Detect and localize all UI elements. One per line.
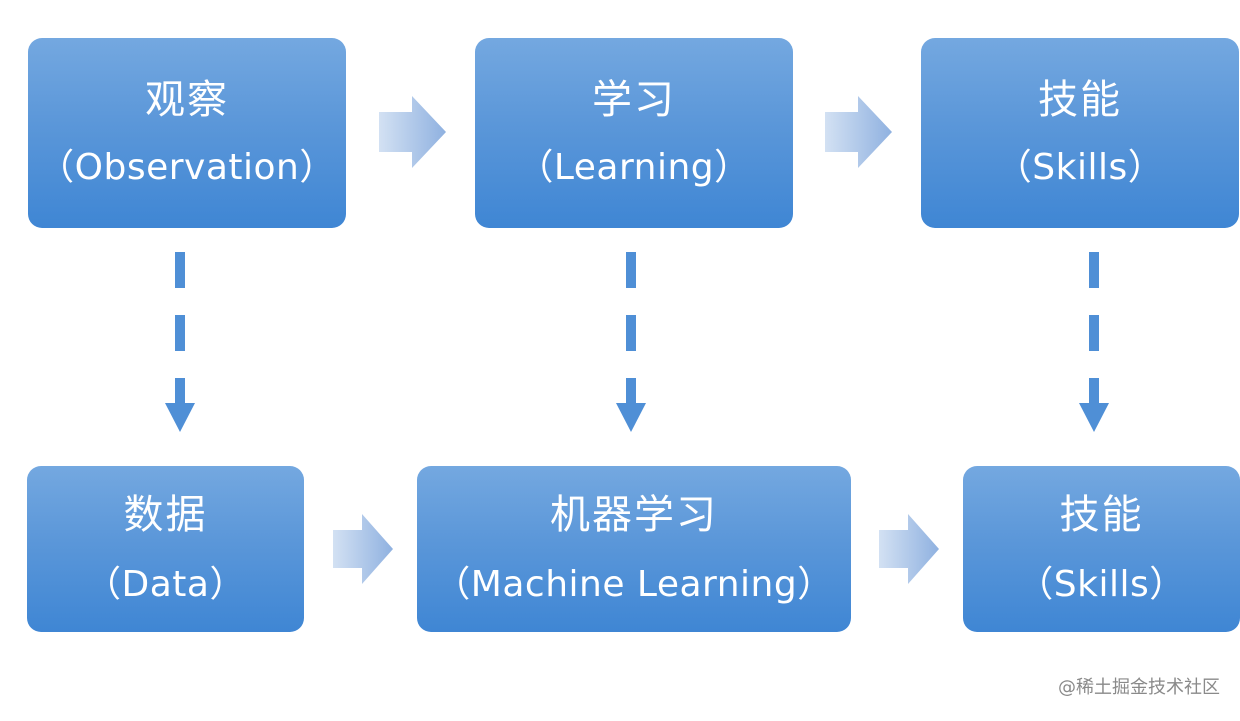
right-arrow-icon [379,96,446,168]
box-skills-bottom-subtitle: （Skills） [1017,564,1186,605]
box-machine-learning: 机器学习 （Machine Learning） [417,466,851,632]
box-machine-learning-subtitle: （Machine Learning） [434,564,834,605]
box-observation-subtitle: （Observation） [38,147,336,188]
right-arrow-icon [825,96,892,168]
right-arrow-icon [879,514,939,584]
watermark: @稀土掘金技术社区 [1058,677,1220,698]
dashed-down-arrow-icon [165,252,195,432]
dashed-down-arrow-icon [616,252,646,432]
box-skills-bottom-title: 技能 [1059,492,1144,538]
box-data: 数据 （Data） [27,466,304,632]
box-skills-bottom: 技能 （Skills） [963,466,1240,632]
box-skills-top-subtitle: （Skills） [995,147,1165,188]
box-skills-top: 技能 （Skills） [921,38,1239,228]
box-skills-top-title: 技能 [1038,77,1122,123]
box-observation: 观察 （Observation） [28,38,346,228]
box-observation-title: 观察 [145,77,229,123]
box-learning: 学习 （Learning） [475,38,793,228]
dashed-down-arrow-icon [1079,252,1109,432]
right-arrow-icon [333,514,393,584]
box-data-title: 数据 [123,492,208,538]
box-learning-title: 学习 [592,77,676,123]
box-machine-learning-title: 机器学习 [550,492,718,538]
box-data-subtitle: （Data） [85,564,246,605]
box-learning-subtitle: （Learning） [517,147,751,188]
